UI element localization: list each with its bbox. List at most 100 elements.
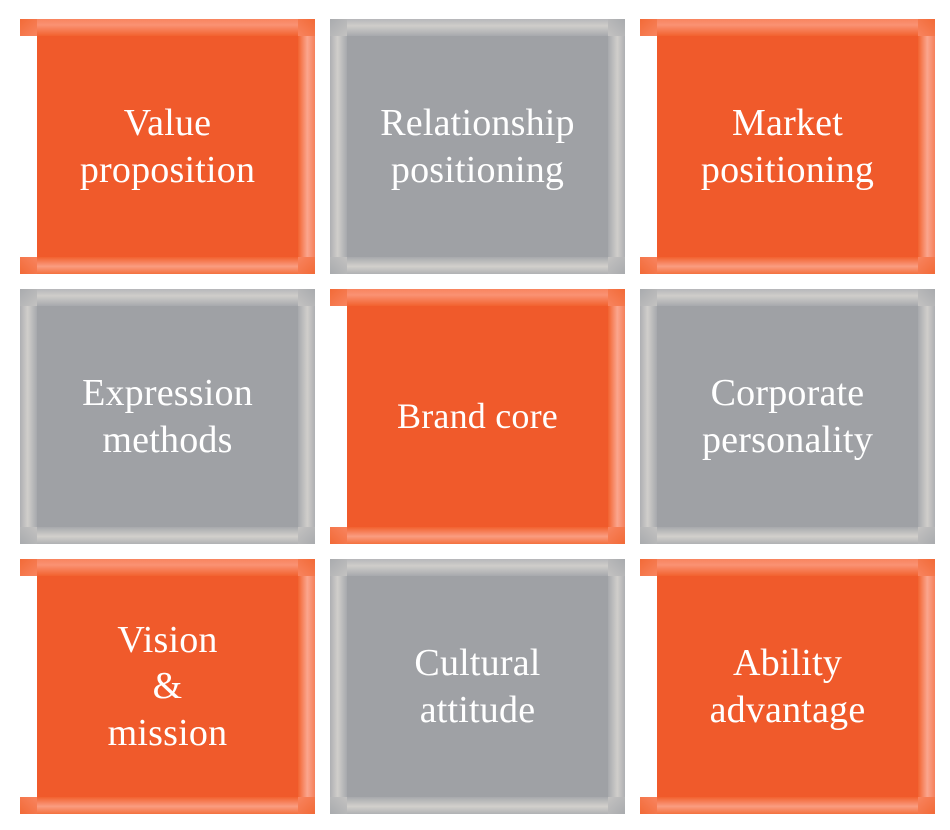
tile-frame xyxy=(330,19,625,274)
bevel-corner-bottom-right xyxy=(608,797,625,814)
tile-cultural-attitude[interactable]: Cultural attitude xyxy=(330,559,625,814)
bevel-corner-bottom-right xyxy=(608,257,625,274)
bevel-corner-bottom-left xyxy=(330,797,347,814)
tile-frame xyxy=(640,289,935,544)
bevel-corner-bottom-left xyxy=(20,257,37,274)
bevel-right-edge xyxy=(298,289,315,544)
bevel-corner-bottom-right xyxy=(298,527,315,544)
bevel-corner-bottom-left xyxy=(640,797,657,814)
bevel-corner-top-left xyxy=(20,289,37,306)
tile-label: Value proposition xyxy=(79,102,256,191)
bevel-bottom-edge xyxy=(330,257,625,274)
bevel-corner-bottom-left xyxy=(330,257,347,274)
bevel-corner-top-left xyxy=(330,559,347,576)
bevel-right-edge xyxy=(608,559,625,814)
bevel-bottom-edge xyxy=(20,527,315,544)
bevel-top-edge xyxy=(20,19,315,36)
bevel-corner-bottom-right xyxy=(298,797,315,814)
bevel-left-edge xyxy=(20,19,37,274)
bevel-corner-bottom-left xyxy=(330,527,347,544)
bevel-corner-top-left xyxy=(20,19,37,36)
tile-inner-fill xyxy=(37,306,298,527)
tile-inner-fill xyxy=(37,576,298,797)
bevel-bottom-edge xyxy=(640,527,935,544)
bevel-corner-bottom-right xyxy=(298,257,315,274)
bevel-corner-top-right xyxy=(298,19,315,36)
bevel-corner-top-left xyxy=(330,19,347,36)
bevel-bottom-edge xyxy=(20,257,315,274)
tile-label: Brand core xyxy=(397,395,558,436)
tile-corporate-personality[interactable]: Corporate personality xyxy=(640,289,935,544)
tile-vision-and-mission[interactable]: Vision & mission xyxy=(20,559,315,814)
tile-ability-advantage[interactable]: Ability advantage xyxy=(640,559,935,814)
bevel-corner-bottom-left xyxy=(640,527,657,544)
tile-label: Relationship positioning xyxy=(380,102,575,191)
tile-frame xyxy=(330,289,625,544)
bevel-corner-top-right xyxy=(918,289,935,306)
bevel-corner-top-right xyxy=(608,289,625,306)
bevel-top-edge xyxy=(330,559,625,576)
tile-inner-fill xyxy=(347,576,608,797)
bevel-corner-bottom-left xyxy=(20,797,37,814)
bevel-corner-bottom-right xyxy=(918,257,935,274)
bevel-right-edge xyxy=(298,559,315,814)
bevel-corner-top-right xyxy=(298,559,315,576)
bevel-left-edge xyxy=(640,559,657,814)
tile-value-proposition[interactable]: Value proposition xyxy=(20,19,315,274)
bevel-right-edge xyxy=(918,559,935,814)
tile-frame xyxy=(20,289,315,544)
bevel-left-edge xyxy=(640,19,657,274)
bevel-right-edge xyxy=(918,289,935,544)
tile-inner-fill xyxy=(657,36,918,257)
bevel-corner-top-right xyxy=(608,19,625,36)
tile-frame xyxy=(640,19,935,274)
tile-frame xyxy=(20,19,315,274)
tile-expression-methods[interactable]: Expression methods xyxy=(20,289,315,544)
bevel-corner-top-right xyxy=(608,559,625,576)
tile-brand-core[interactable]: Brand core xyxy=(330,289,625,544)
bevel-corner-bottom-right xyxy=(918,797,935,814)
tile-inner-fill xyxy=(347,36,608,257)
tile-label: Market positioning xyxy=(700,102,875,191)
bevel-top-edge xyxy=(640,559,935,576)
bevel-corner-bottom-left xyxy=(640,257,657,274)
bevel-corner-top-left xyxy=(640,19,657,36)
bevel-corner-bottom-right xyxy=(918,527,935,544)
tile-inner-fill xyxy=(347,306,608,527)
tile-inner-fill xyxy=(657,576,918,797)
bevel-right-edge xyxy=(298,19,315,274)
bevel-left-edge xyxy=(20,559,37,814)
tile-inner-fill xyxy=(657,306,918,527)
tile-frame xyxy=(640,559,935,814)
bevel-bottom-edge xyxy=(330,527,625,544)
tile-label: Corporate personality xyxy=(701,372,874,461)
tile-inner-fill xyxy=(37,36,298,257)
bevel-left-edge xyxy=(330,19,347,274)
bevel-bottom-edge xyxy=(640,257,935,274)
tile-frame xyxy=(20,559,315,814)
tile-frame xyxy=(330,559,625,814)
bevel-top-edge xyxy=(640,19,935,36)
tile-relationship-positioning[interactable]: Relationship positioning xyxy=(330,19,625,274)
bevel-corner-top-left xyxy=(330,289,347,306)
bevel-corner-bottom-right xyxy=(608,527,625,544)
tile-label: Vision & mission xyxy=(107,618,228,754)
bevel-corner-top-right xyxy=(918,559,935,576)
bevel-corner-bottom-left xyxy=(20,527,37,544)
tile-market-positioning[interactable]: Market positioning xyxy=(640,19,935,274)
bevel-corner-top-left xyxy=(640,289,657,306)
bevel-bottom-edge xyxy=(330,797,625,814)
bevel-left-edge xyxy=(640,289,657,544)
bevel-top-edge xyxy=(20,559,315,576)
bevel-top-edge xyxy=(330,19,625,36)
tile-label: Expression methods xyxy=(82,372,253,461)
brand-core-matrix: Value proposition Relationship positioni… xyxy=(20,19,936,814)
bevel-corner-top-right xyxy=(918,19,935,36)
tile-label: Ability advantage xyxy=(709,642,866,731)
bevel-top-edge xyxy=(20,289,315,306)
bevel-corner-top-right xyxy=(298,289,315,306)
bevel-right-edge xyxy=(918,19,935,274)
bevel-top-edge xyxy=(640,289,935,306)
bevel-right-edge xyxy=(608,19,625,274)
tile-label: Cultural attitude xyxy=(414,642,541,731)
